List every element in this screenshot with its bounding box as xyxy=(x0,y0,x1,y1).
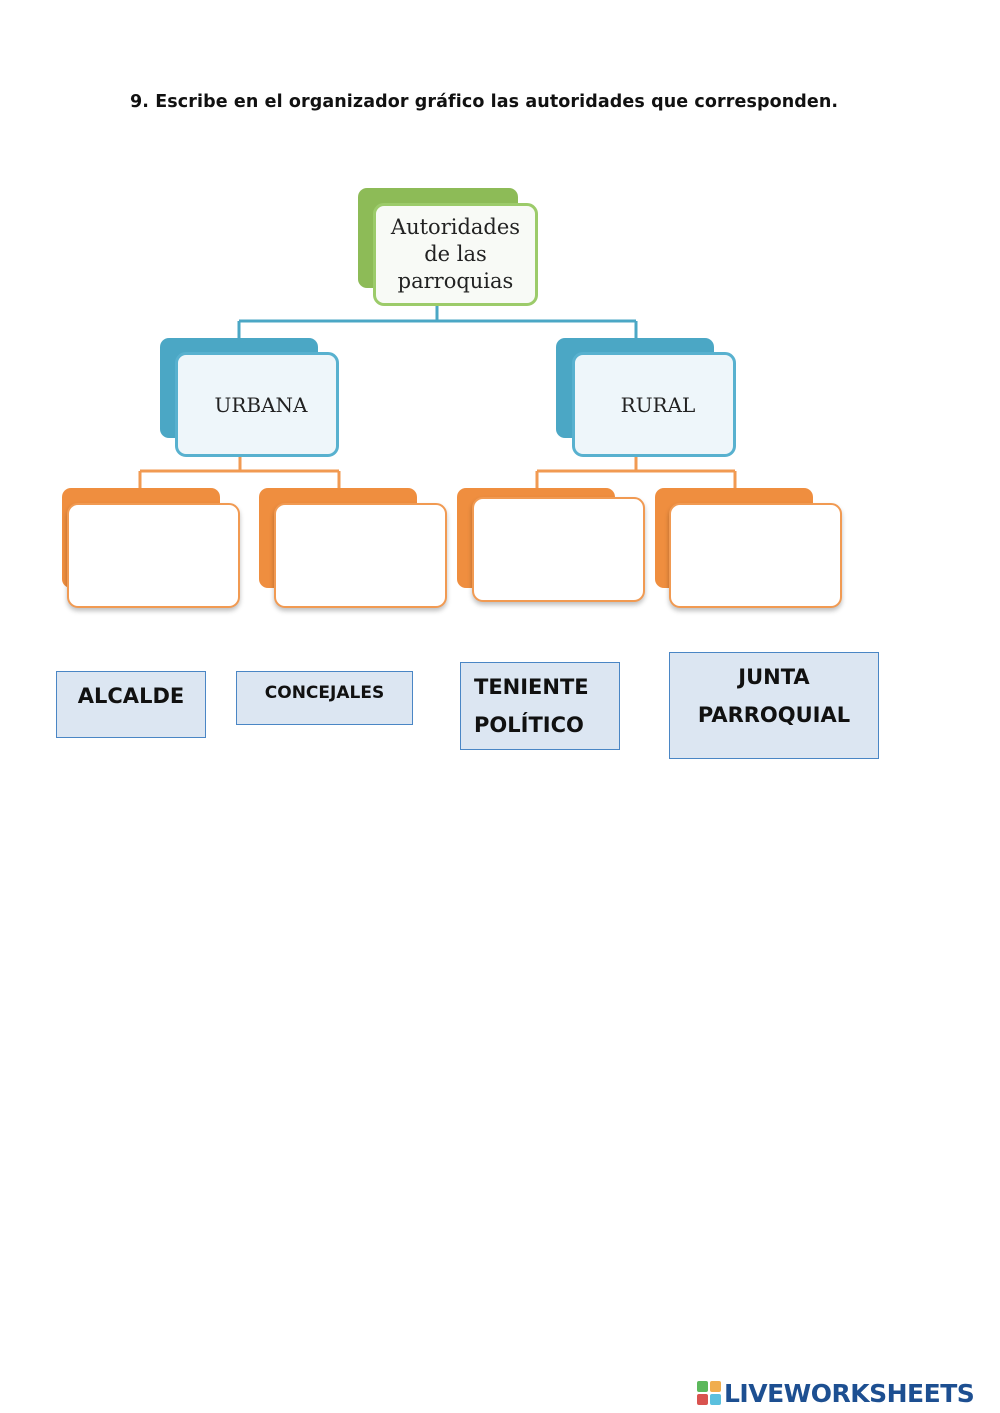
answer-card-text: PARROQUIAL xyxy=(697,703,851,727)
root-node-line: Autoridades xyxy=(390,215,521,239)
root-node-line: parroquias xyxy=(397,269,514,293)
answer-card-text: POLÍTICO xyxy=(474,713,584,737)
urbana-node: URBANA xyxy=(175,352,339,457)
answer-card-junta-parroquial[interactable]: JUNTA PARROQUIAL xyxy=(669,652,879,759)
answer-card-text: JUNTA xyxy=(738,665,810,689)
answer-card-text: ALCALDE xyxy=(77,683,185,708)
logo-tile xyxy=(697,1381,708,1392)
answer-card-alcalde[interactable]: ALCALDE xyxy=(56,671,206,738)
answer-card-text: TENIENTE xyxy=(474,675,589,699)
rural-node: RURAL xyxy=(572,352,736,457)
logo-grid-icon xyxy=(697,1381,721,1405)
instruction-text: 9. Escribe en el organizador gráfico las… xyxy=(130,92,839,112)
urbana-connector xyxy=(138,456,341,489)
logo-text: LIVEWORKSHEETS xyxy=(724,1378,975,1408)
root-node-line: de las xyxy=(424,242,487,266)
answer-card-text: CONCEJALES xyxy=(264,683,385,703)
drop-zone-urbana-2[interactable] xyxy=(274,503,447,608)
liveworksheets-logo: LIVEWORKSHEETS xyxy=(697,1378,975,1408)
drop-zone-urbana-1[interactable] xyxy=(67,503,240,608)
logo-tile xyxy=(710,1394,721,1405)
answer-card-concejales[interactable]: CONCEJALES xyxy=(236,671,413,725)
rural-label: RURAL xyxy=(620,392,696,417)
drop-zone-rural-1[interactable] xyxy=(472,497,645,602)
drop-zone-rural-2[interactable] xyxy=(669,503,842,608)
root-node: Autoridades de las parroquias xyxy=(373,203,538,306)
logo-tile xyxy=(697,1394,708,1405)
urbana-label: URBANA xyxy=(214,392,308,417)
answer-card-teniente-politico[interactable]: TENIENTE POLÍTICO xyxy=(460,662,620,750)
rural-connector xyxy=(535,456,737,489)
logo-tile xyxy=(710,1381,721,1392)
root-connector xyxy=(237,305,638,339)
